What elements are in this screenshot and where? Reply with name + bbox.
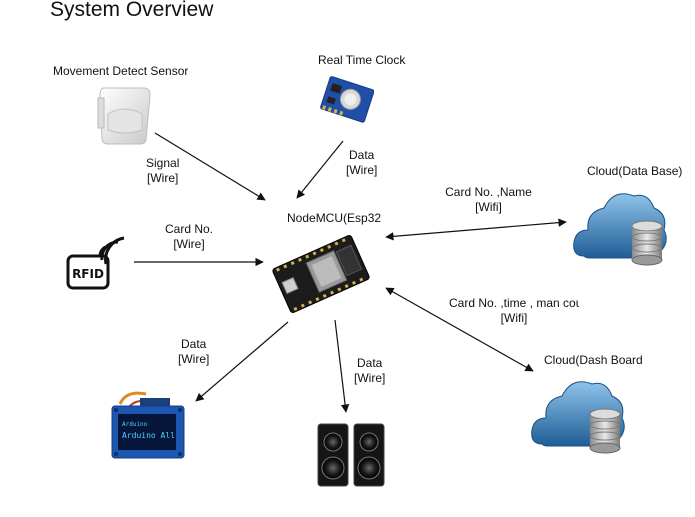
edge-label-line: [Wire]: [354, 371, 386, 385]
arrow-mcu-to-oled: [195, 321, 289, 402]
rfid-icon: RFID: [66, 236, 125, 290]
edge-label-line: [Wire]: [173, 237, 205, 251]
edge-label-line: [Wire]: [346, 163, 378, 177]
arrow-mcu-clouddb: [385, 218, 567, 241]
edge-label-line: Data: [180, 337, 207, 351]
rtc-module-icon: [320, 76, 374, 123]
edge-label-rfid-mcu: Card No. [Wire]: [165, 222, 213, 252]
motion-sensor-label: Movement Detect Sensor: [53, 64, 188, 78]
arrow-rtc-to-mcu: [296, 140, 344, 199]
edge-label-mcu-oled: Data [Wire]: [178, 337, 209, 367]
nodemcu-board-icon: [272, 235, 370, 313]
edge-label-line: Card No.: [165, 222, 214, 236]
cloud-dash-label: Cloud(Dash Board: [544, 353, 643, 367]
diagram-title: System Overview: [50, 0, 214, 21]
arrow-mcu-clouddash: [385, 287, 534, 372]
edge-label-sensor-mcu: Signal [Wire]: [146, 156, 179, 186]
edge-label-mcu-speaker: Data [Wire]: [354, 356, 385, 386]
mcu-label: NodeMCU(Esp32: [287, 211, 382, 225]
edge-label-line: [Wire]: [178, 352, 210, 366]
edge-label-line: Data: [356, 356, 383, 370]
cloud-db-label: Cloud(Data Base): [587, 164, 683, 178]
cloud-database-icon: [573, 193, 667, 266]
oled-display-icon: Arduino Arduino All: [111, 391, 185, 459]
speakers-icon: [317, 423, 385, 487]
edge-label-line: Card No. ,Name: [445, 185, 532, 199]
arrow-sensor-to-mcu: [154, 132, 266, 201]
edge-label-line: [Wifi]: [475, 200, 502, 214]
rfid-icon-text: RFID: [72, 267, 104, 281]
edge-label-mcu-clouddb: Card No. ,Name [Wifi]: [441, 185, 536, 215]
arrow-mcu-to-speaker: [334, 319, 350, 413]
cloud-dashboard-icon: [531, 381, 625, 454]
rtc-label: Real Time Clock: [318, 53, 406, 67]
edge-label-rtc-mcu: Data [Wire]: [346, 148, 377, 178]
oled-text-line2: Arduino All: [122, 431, 175, 440]
edge-label-line: [Wire]: [147, 171, 179, 185]
edge-label-line: Data: [348, 148, 375, 162]
motion-sensor-icon: [97, 87, 151, 145]
oled-text-line1: Arduino: [122, 421, 148, 428]
edge-label-line: Signal: [146, 156, 180, 170]
